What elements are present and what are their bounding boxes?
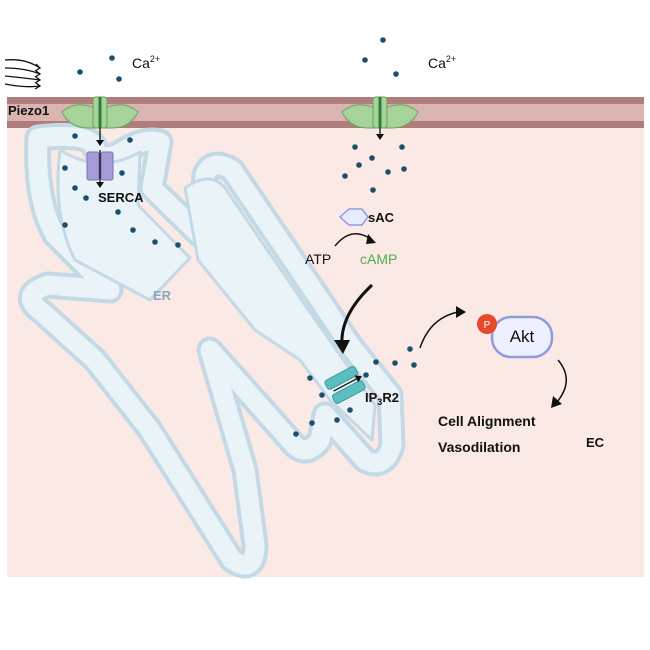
calcium-ion [363, 372, 369, 378]
calcium-ion [347, 407, 353, 413]
calcium-ion [127, 137, 133, 143]
phosphate-label: P [484, 320, 491, 331]
ip3r2-channel-icon [324, 366, 366, 404]
calcium-ion [342, 173, 348, 179]
piezo1-channel-icon [61, 96, 139, 146]
ca-right-label: Ca2+ [428, 54, 456, 71]
ca-left-label: Ca2+ [132, 54, 160, 71]
er-label: ER [153, 288, 172, 303]
serca-pump-icon [86, 150, 114, 188]
calcium-ion [373, 359, 379, 365]
calcium-ion [152, 239, 158, 245]
calcium-ion [407, 346, 413, 352]
ca-left-superscript: 2+ [150, 54, 160, 64]
calcium-ion [83, 195, 89, 201]
ca-right-superscript: 2+ [446, 54, 456, 64]
calcium-ion [369, 155, 375, 161]
vasodilation-label: Vasodilation [438, 439, 520, 455]
calcium-ion [109, 55, 115, 61]
camp-to-ip3r2-arrow [340, 283, 374, 346]
piezo1-label: Piezo1 [8, 103, 49, 118]
calcium-ion [392, 360, 398, 366]
flow-arrows-icon [4, 59, 42, 90]
calcium-ion [362, 57, 368, 63]
calcium-ion [175, 242, 181, 248]
calcium-ion [411, 362, 417, 368]
calcium-ion [385, 169, 391, 175]
plasma-membrane-inner [7, 104, 644, 121]
calcium-ion [130, 227, 136, 233]
camp-label: cAMP [360, 251, 397, 267]
calcium-ion [119, 170, 125, 176]
atp-label: ATP [305, 251, 331, 267]
cell-alignment-label: Cell Alignment [438, 413, 536, 429]
sac-label: sAC [368, 210, 395, 225]
phosphate-badge-icon [477, 314, 497, 334]
calcium-ions [62, 37, 417, 437]
atp-to-camp-arrowhead [366, 234, 376, 244]
calcium-ion [319, 392, 325, 398]
calcium-ion [77, 69, 83, 75]
calcium-ion [62, 165, 68, 171]
akt-label: Akt [510, 327, 535, 346]
calcium-ion [399, 144, 405, 150]
ip3r2-label: IP3R2 [365, 390, 399, 407]
ip3r2-subscript: 3 [377, 397, 382, 407]
calcium-ion [380, 37, 386, 43]
calcium-ion [401, 166, 407, 172]
akt-to-outcome-arrow [556, 359, 567, 403]
akt-to-outcome-arrowhead [551, 396, 562, 408]
calcium-ion [309, 420, 315, 426]
calcium-ion [307, 375, 313, 381]
calcium-ion [352, 144, 358, 150]
sac-hexagon-icon [338, 208, 369, 226]
ca-to-akt-arrow [419, 311, 459, 349]
camp-to-ip3r2-arrowhead [334, 340, 350, 354]
akt-protein-icon [490, 315, 554, 359]
calcium-ion [334, 417, 340, 423]
calcium-ion [115, 209, 121, 215]
calcium-ion [356, 162, 362, 168]
calcium-ion [72, 185, 78, 191]
calcium-ion [393, 71, 399, 77]
calcium-ion [62, 222, 68, 228]
calcium-ion [293, 431, 299, 437]
ec-label: EC [586, 435, 605, 450]
piezo1-channel-right-icon [341, 96, 419, 140]
calcium-ion [116, 76, 122, 82]
serca-label: SERCA [98, 190, 144, 205]
calcium-ion [370, 187, 376, 193]
calcium-ion [72, 133, 78, 139]
ca-to-akt-arrowhead [456, 306, 466, 318]
